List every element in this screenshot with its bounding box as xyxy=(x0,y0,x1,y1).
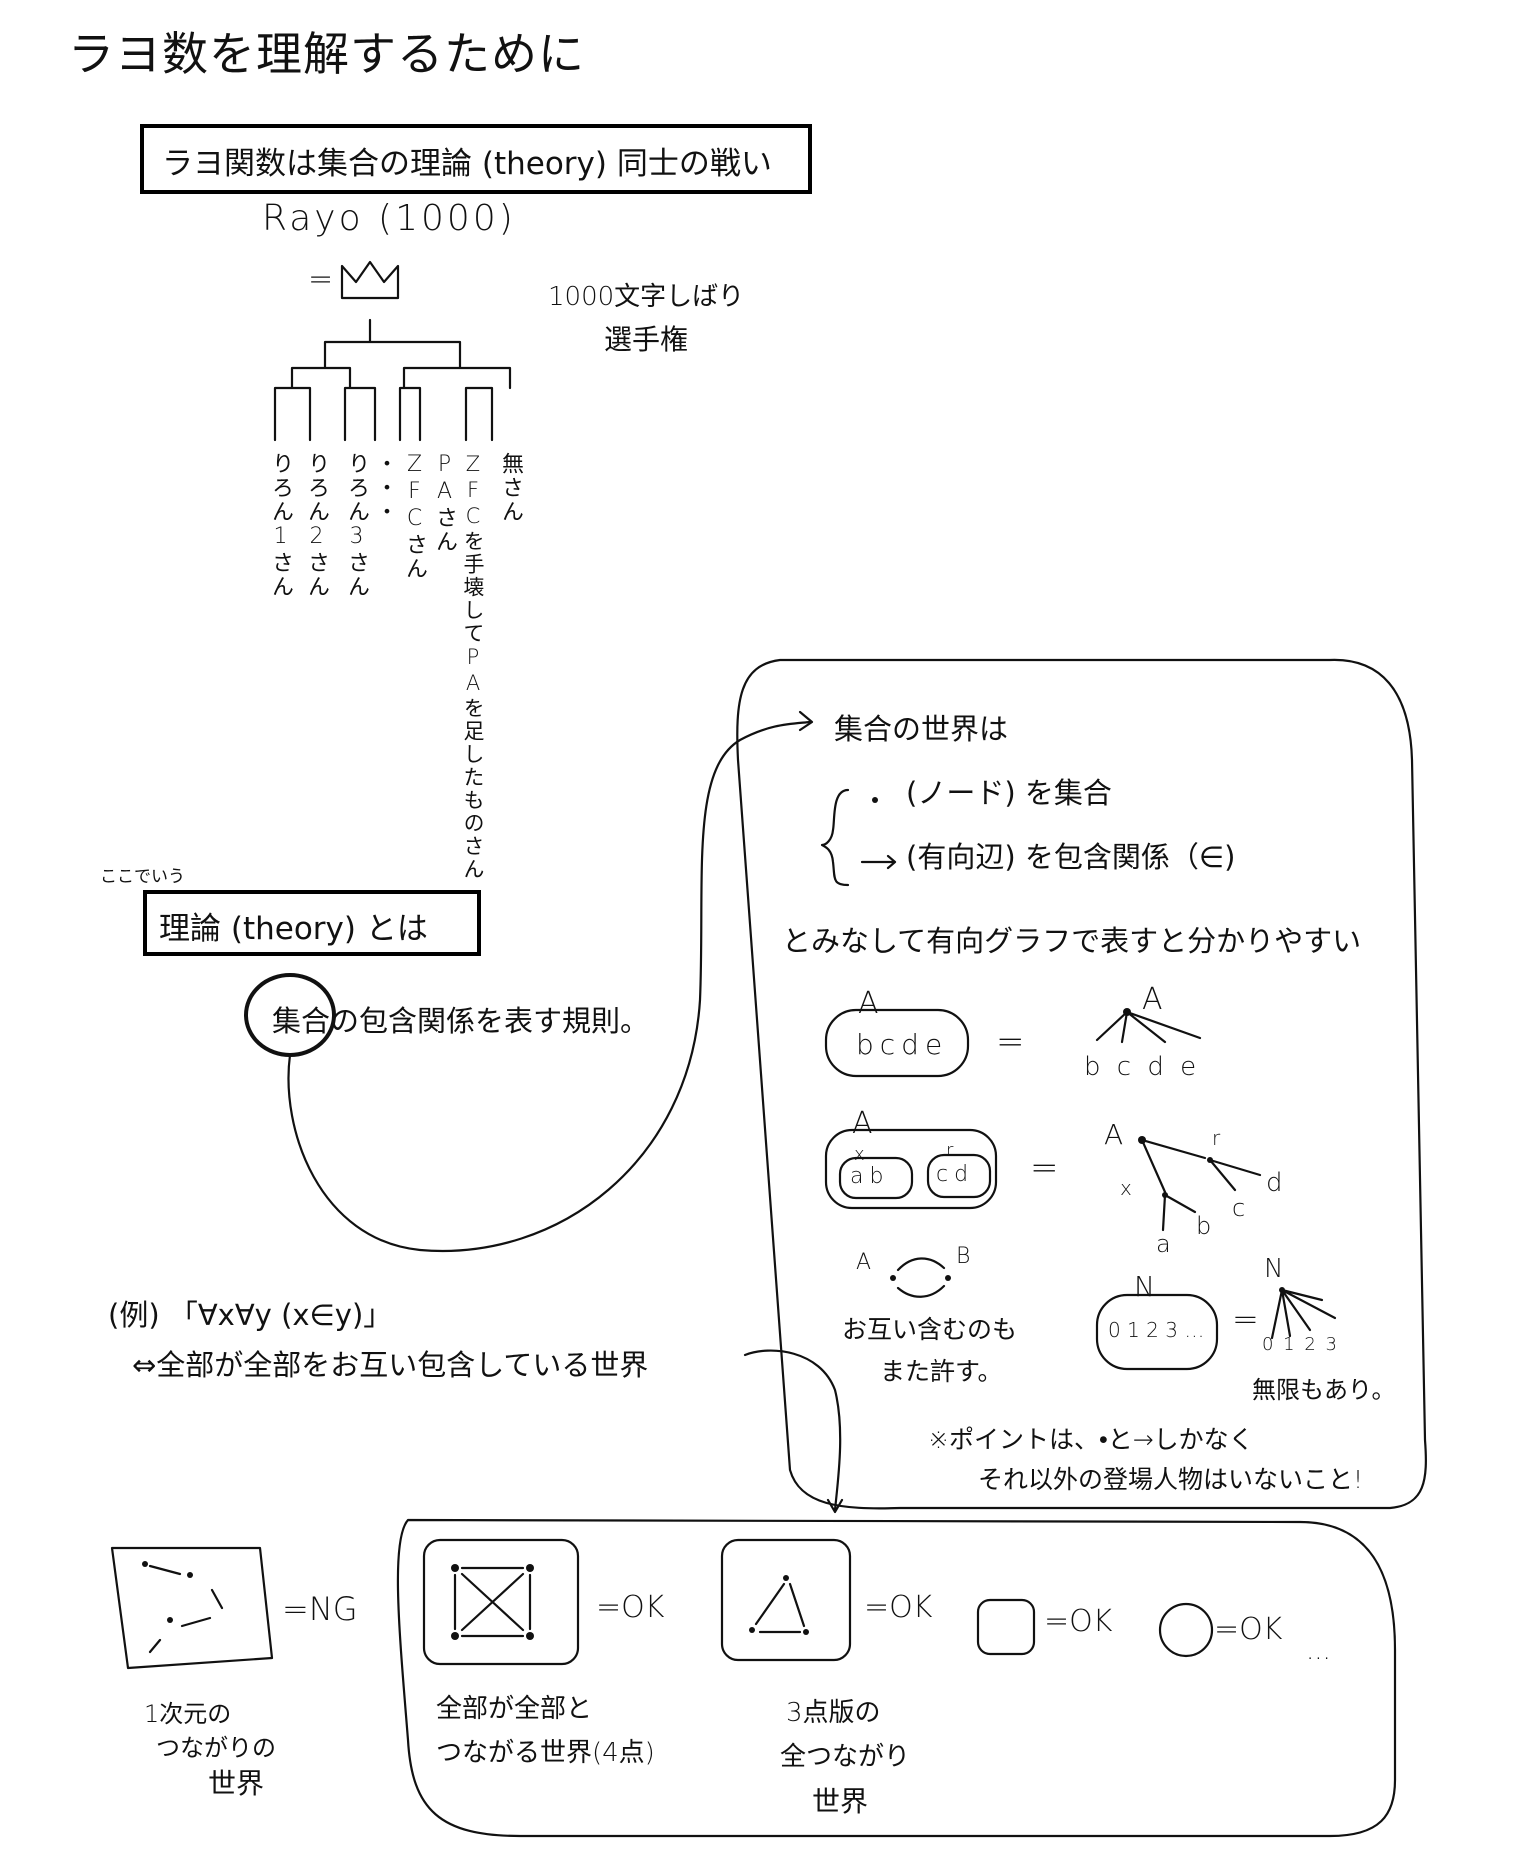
theory-box: 理論 (theory) とは xyxy=(143,890,481,956)
bracket-lines xyxy=(275,320,510,440)
ex3-A: A xyxy=(856,1250,871,1275)
ex2-set-label: A xyxy=(852,1106,873,1141)
world-4pt-box xyxy=(424,1540,578,1664)
ex2-sub1-members: ab xyxy=(850,1164,889,1189)
ex2-sub2-members: cd xyxy=(936,1162,974,1187)
ng-world-eq: =NG xyxy=(282,1590,358,1628)
node-bullet: (ノード) を集合 xyxy=(906,770,1112,812)
ex2-eq: = xyxy=(1030,1148,1059,1188)
ex4-members: 0 1 2 3 … xyxy=(1108,1318,1204,1342)
ex3-caption-1: お互い含むのも xyxy=(842,1310,1017,1346)
ex1-set-label: A xyxy=(858,986,879,1021)
world-3pt-box xyxy=(722,1540,850,1660)
theory-box-text: 理論 (theory) とは xyxy=(159,903,428,948)
circled-word: 集合 xyxy=(272,1004,330,1038)
ng-world-box xyxy=(112,1548,272,1668)
ex1-graph-root: A xyxy=(1142,982,1163,1017)
competitor-dots: ・・・ xyxy=(368,452,400,524)
ex4-graph-root: N xyxy=(1264,1254,1283,1284)
competitor-mixed: ZFCを手壊してPAを足したものさん xyxy=(458,452,488,881)
worlds-ellipsis: ... xyxy=(1306,1636,1331,1666)
w4-caption-1: 全部が全部と xyxy=(436,1688,592,1725)
w3-eq: =OK xyxy=(864,1590,932,1625)
definition-rest: の包含関係を表す規則。 xyxy=(330,1004,649,1038)
w-square-eq: =OK xyxy=(1044,1604,1112,1639)
ng-caption-3: 世界 xyxy=(208,1762,264,1802)
example-formula: (例) 「∀x∀y (x∈y)」 xyxy=(108,1292,392,1334)
theory-definition: 集合の包含関係を表す規則。 xyxy=(272,998,649,1040)
ex1-graph-leaves: b c d e xyxy=(1084,1052,1196,1082)
point-note-2: それ以外の登場人物はいないこと! xyxy=(978,1460,1363,1496)
ex2-graph-x: x xyxy=(1120,1176,1132,1200)
ng-caption-1: 1次元の xyxy=(144,1694,231,1729)
connector-arrow xyxy=(289,722,810,1251)
ex4-graph-leaves: 0 1 2 3 xyxy=(1262,1334,1337,1355)
ex2-graph-A: A xyxy=(1104,1118,1123,1151)
ex2-graph-r: r xyxy=(1212,1126,1220,1150)
ex3-caption-2: また許す。 xyxy=(880,1352,1003,1388)
rayo-eq: = xyxy=(308,262,333,297)
ex1-eq: = xyxy=(996,1022,1025,1062)
ex2-sub1-label: x xyxy=(854,1144,865,1165)
rayo-label: Rayo (1000) xyxy=(262,198,516,239)
w4-eq: =OK xyxy=(596,1590,664,1625)
w3-caption-3: 世界 xyxy=(812,1780,868,1820)
w-circle-eq: =OK xyxy=(1214,1612,1282,1647)
ex2-graph-c: c xyxy=(1232,1194,1245,1222)
w3-caption-1: 3点版の xyxy=(786,1692,881,1729)
competitor-pa: PAさん xyxy=(428,452,460,554)
set-world-heading: 集合の世界は xyxy=(834,706,1008,748)
ex4-set-label: N xyxy=(1134,1270,1155,1303)
ex2-sub2-label: r xyxy=(946,1140,953,1161)
example-description: ⇔全部が全部をお互い包含している世界 xyxy=(132,1342,648,1384)
bracket-note-2: 選手権 xyxy=(604,318,688,358)
competitor-mu: 無さん xyxy=(494,452,526,524)
world-circle xyxy=(1160,1604,1212,1656)
set-world-summary: とみなして有向グラフで表すと分かりやすい xyxy=(782,918,1361,960)
ex3-B: B xyxy=(956,1244,970,1269)
ex1-members: bcde xyxy=(856,1028,948,1061)
ng-caption-2: つながりの xyxy=(156,1728,276,1763)
competitor-1: りろん1さん xyxy=(264,452,296,599)
ok-worlds-panel xyxy=(398,1520,1395,1836)
ex2-graph-a: a xyxy=(1156,1230,1171,1258)
w4-caption-2: つながる世界(4点) xyxy=(436,1732,655,1769)
ex2-graph-d: d xyxy=(1266,1168,1283,1198)
point-note-1: ※ポイントは、•と→しかなく xyxy=(928,1420,1254,1456)
world-square xyxy=(978,1600,1034,1654)
w3-caption-2: 全つながり xyxy=(780,1736,910,1773)
competitor-2: りろん2さん xyxy=(300,452,332,599)
crown-icon xyxy=(342,262,398,298)
small-note: ここでいう xyxy=(100,862,185,887)
edge-bullet: (有向辺) を包含関係（∈) xyxy=(906,834,1235,876)
ex4-eq: = xyxy=(1232,1300,1259,1338)
ex4-caption: 無限もあり。 xyxy=(1252,1370,1396,1405)
competitor-zfc: ZFCさん xyxy=(398,452,430,581)
ex2-graph-b: b xyxy=(1196,1212,1211,1240)
bracket-note-1: 1000文字しばり xyxy=(548,276,744,313)
